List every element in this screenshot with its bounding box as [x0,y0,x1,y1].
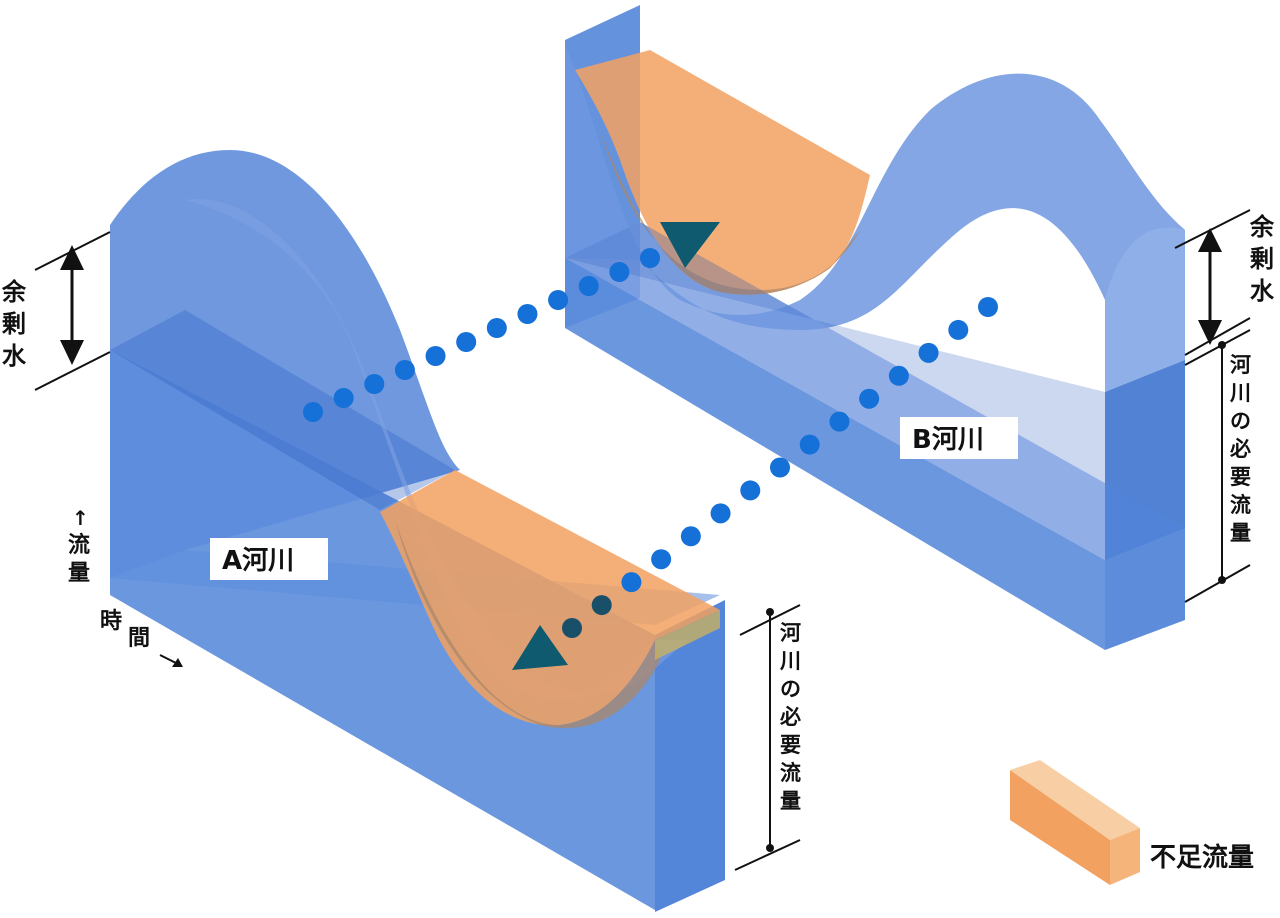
transfer-b-to-a-dot [651,549,672,570]
river-b-base-front [565,258,1105,650]
transfer-b-to-a-dot [978,297,998,317]
river-b-wave [565,45,1185,392]
river-a-shortage [380,470,720,726]
required-b-char-7: 量 [1230,521,1251,545]
transfer-b-to-a-dot [948,319,969,340]
transfer-dots-b-to-a [562,297,998,638]
required-b-char-5: 要 [1230,465,1251,489]
transfer-a-to-b-dot [333,388,354,408]
surplus-left-char-2: 剰 [1,310,26,338]
river-b-label-box: B河川 [900,417,1018,459]
transfer-a-to-b-dot [578,276,599,296]
axis-time-label: 時 間 [100,609,183,667]
required-flow-label-b: 河 川 の 必 要 流 量 [1229,353,1251,545]
river-a-label-box: A河川 [210,538,328,580]
arrowhead-to-a [512,625,568,670]
surplus-right-arrow-up [1198,228,1222,252]
transfer-b-to-a-dot [680,526,701,547]
required-flow-label-a: 河 川 の 必 要 流 量 [779,621,801,813]
legend-shortage-front [1010,770,1110,885]
surplus-left-arrow-down [60,340,84,365]
river-b-end-arch [1105,227,1185,392]
axis-time-char-1: 時 [100,609,122,634]
transfer-a-to-b-dot [394,360,415,380]
river-a-shortage-end [655,610,720,660]
river-b-base-side [1105,360,1185,650]
required-b-char-2: 川 [1229,381,1251,405]
required-a-char-7: 量 [780,789,801,813]
transfer-a-to-b-dot [640,248,660,268]
axis-flow-arrow: ↑ [72,506,89,530]
transfer-b-to-a-dot [740,480,761,501]
arrowhead-to-b [660,222,720,268]
legend-shortage: 不足流量 [1010,760,1254,885]
surplus-left-char-1: 余 [1,278,27,306]
surplus-right-arrow-down [1198,320,1222,345]
transfer-b-to-a-dot [770,457,790,478]
required-a-char-2: 川 [779,649,801,673]
transfer-b-to-a-dot [799,434,820,455]
transfer-b-to-a-dot [591,595,612,616]
required-a-char-6: 流 [780,761,801,785]
required-b-char-1: 河 [1230,353,1251,377]
required-a-char-5: 要 [780,733,801,757]
surplus-right-char-1: 余 [1249,213,1275,241]
transfer-a-to-b-dot [364,374,385,394]
transfer-a-to-b-dot [303,402,323,422]
legend-shortage-label: 不足流量 [1150,843,1254,873]
legend-shortage-side [1110,828,1140,885]
river-a-front-face [110,350,655,910]
required-a-char-3: の [780,677,801,701]
surplus-right-char-2: 剰 [1249,245,1274,273]
river-b-surplus-band [565,222,1185,528]
transfer-b-to-a-dot [859,388,880,409]
surplus-left-arrow-up [60,245,84,270]
required-flow-bracket-a [734,604,801,871]
required-a-top-dot [766,608,774,616]
transfer-a-to-b-dot [425,346,446,366]
required-b-bottom-dot [1218,576,1226,584]
river-a-label: A河川 [222,546,294,576]
axis-flow-label: ↑ 流 量 [68,506,90,586]
axis-flow-char-2: 量 [68,561,90,586]
legend-shortage-top [1010,760,1140,840]
river-b-label: B河川 [912,425,984,455]
transfer-a-to-b-dot [609,262,630,282]
surplus-bracket-right [1174,209,1251,356]
required-b-char-4: 必 [1230,437,1251,461]
transfer-a-to-b-dot [548,290,569,310]
required-b-char-6: 流 [1230,493,1251,517]
transfer-a-to-b-dot [486,318,507,338]
required-a-bottom-dot [766,844,774,852]
required-a-char-1: 河 [780,621,801,645]
transfer-b-to-a-dot [918,342,939,363]
required-b-char-3: の [1230,409,1251,433]
transfer-a-to-b-dot [456,332,477,352]
transfer-b-to-a-dot [562,618,582,638]
transfer-b-to-a-dot [710,503,731,524]
required-a-char-4: 必 [780,705,801,729]
transfer-b-to-a-dot [621,572,642,593]
river-a-right-face [655,600,725,912]
axis-time-char-2: 間 [128,626,150,651]
river-b-shortage [575,50,870,295]
surplus-left-char-3: 水 [2,342,27,370]
surplus-right-char-3: 水 [1250,277,1275,305]
required-b-top-dot [1218,341,1226,349]
required-flow-bracket-b [1184,329,1251,603]
transfer-dots-a-to-b [303,248,660,422]
transfer-b-to-a-dot [888,365,909,386]
transfer-a-to-b-dot [517,304,538,324]
axis-flow-char-1: 流 [68,532,90,558]
river-a-block [110,150,725,912]
river-a-top-band [110,310,455,510]
transfer-b-to-a-dot [829,411,850,432]
